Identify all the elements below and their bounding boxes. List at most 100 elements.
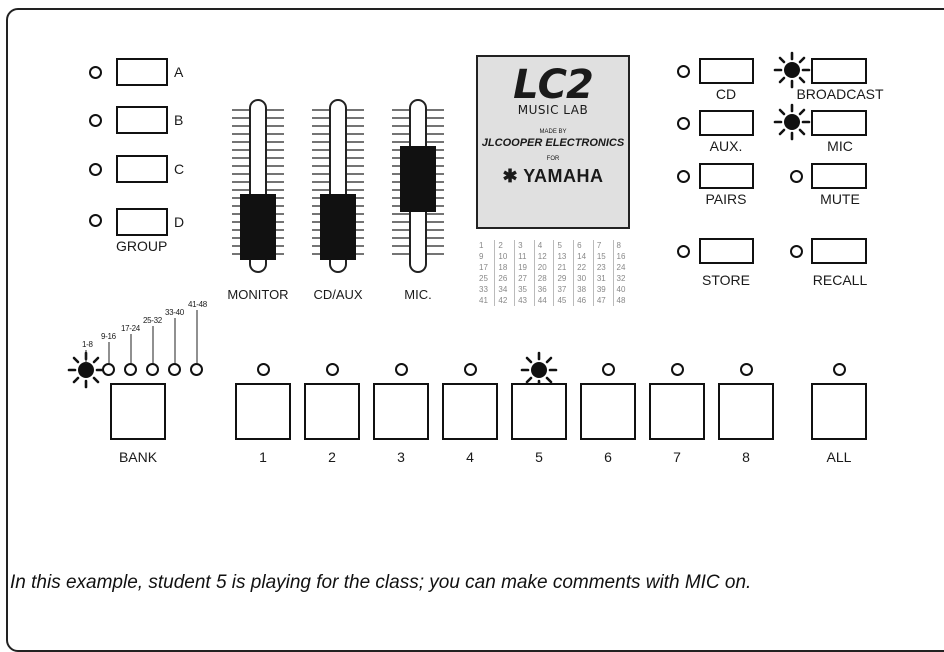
tuning-fork-icon: ✱ bbox=[502, 166, 524, 186]
broadcast-button[interactable] bbox=[811, 58, 867, 84]
group-c-led bbox=[89, 163, 102, 176]
student-2-label: 2 bbox=[328, 449, 336, 465]
student-grid-cell: 44 bbox=[533, 295, 554, 306]
recall-button[interactable] bbox=[811, 238, 867, 264]
student-1-button[interactable] bbox=[235, 383, 291, 440]
cd-label: CD bbox=[715, 86, 737, 102]
store-led bbox=[677, 245, 690, 258]
group-c-label: C bbox=[174, 161, 185, 177]
lc2-logo-text: LC2 bbox=[513, 62, 594, 108]
student-6-led bbox=[602, 363, 615, 376]
student-6-button[interactable] bbox=[580, 383, 636, 440]
bank-label: BANK bbox=[118, 449, 158, 465]
student-2-led bbox=[326, 363, 339, 376]
mute-button[interactable] bbox=[811, 163, 867, 189]
broadcast-led-lit-icon bbox=[773, 51, 811, 89]
group-d-button[interactable] bbox=[116, 208, 168, 236]
broadcast-label: BROADCAST bbox=[796, 86, 884, 102]
student-grid-cell: 28 bbox=[533, 273, 554, 284]
music-lab-text: MUSIC LAB bbox=[517, 103, 589, 117]
student-2-button[interactable] bbox=[304, 383, 360, 440]
student-grid-cell: 19 bbox=[514, 262, 535, 273]
student-grid-cell: 45 bbox=[553, 295, 574, 306]
student-grid-cell: 17 bbox=[479, 263, 488, 272]
cd-aux-fader[interactable] bbox=[312, 99, 364, 273]
yamaha-logo: ✱ YAMAHA bbox=[478, 166, 628, 187]
bank-button[interactable] bbox=[110, 383, 166, 440]
mute-label: MUTE bbox=[820, 191, 860, 207]
aux-button[interactable] bbox=[699, 110, 754, 136]
student-grid-cell: 20 bbox=[533, 262, 554, 273]
pairs-button[interactable] bbox=[699, 163, 754, 189]
student-grid-cell: 41 bbox=[479, 296, 488, 305]
student-grid-cell: 26 bbox=[494, 273, 515, 284]
student-4-label: 4 bbox=[466, 449, 474, 465]
group-a-button[interactable] bbox=[116, 58, 168, 86]
bank-range-41-48: 41-48 bbox=[188, 300, 207, 309]
group-d-label: D bbox=[174, 214, 185, 230]
group-c-button[interactable] bbox=[116, 155, 168, 183]
student-7-led bbox=[671, 363, 684, 376]
bank-range-9-16: 9-16 bbox=[101, 332, 116, 341]
student-3-button[interactable] bbox=[373, 383, 429, 440]
student-grid-cell: 48 bbox=[612, 295, 632, 306]
student-7-button[interactable] bbox=[649, 383, 705, 440]
student-3-label: 3 bbox=[397, 449, 405, 465]
student-grid-cell: 13 bbox=[553, 251, 574, 262]
student-grid-cell: 31 bbox=[592, 273, 614, 284]
student-grid-cell: 23 bbox=[592, 262, 614, 273]
student-1-label: 1 bbox=[259, 449, 267, 465]
mute-led bbox=[790, 170, 803, 183]
mic-fader-label: MIC. bbox=[404, 287, 432, 302]
student-grid-cell: 34 bbox=[494, 284, 515, 295]
mic-led-lit-icon bbox=[773, 103, 811, 141]
all-led bbox=[833, 363, 846, 376]
student-5-button[interactable] bbox=[511, 383, 567, 440]
student-grid-cell: 40 bbox=[612, 284, 632, 295]
group-label: GROUP bbox=[116, 238, 168, 254]
student-grid-cell: 35 bbox=[514, 284, 535, 295]
group-b-led bbox=[89, 114, 102, 127]
student-grid-cell: 18 bbox=[494, 262, 515, 273]
student-grid-cell: 4 bbox=[533, 240, 554, 251]
student-4-button[interactable] bbox=[442, 383, 498, 440]
cd-button[interactable] bbox=[699, 58, 754, 84]
monitor-fader[interactable] bbox=[232, 99, 284, 273]
pairs-label: PAIRS bbox=[705, 191, 747, 207]
student-grid-cell: 7 bbox=[592, 240, 614, 251]
student-8-button[interactable] bbox=[718, 383, 774, 440]
caption-text: In this example, student 5 is playing fo… bbox=[10, 572, 752, 593]
all-button[interactable] bbox=[811, 383, 867, 440]
student-grid-cell: 1 bbox=[479, 241, 484, 250]
group-b-label: B bbox=[174, 112, 184, 128]
bank-range-leader-lines bbox=[85, 310, 198, 364]
student-grid-cell: 10 bbox=[494, 251, 515, 262]
student-grid-cell: 30 bbox=[573, 273, 594, 284]
group-b-button[interactable] bbox=[116, 106, 168, 134]
bank-range-17-24: 17-24 bbox=[121, 324, 140, 333]
mic-fader[interactable] bbox=[392, 99, 444, 273]
mic-label: MIC bbox=[827, 138, 853, 154]
faders-svg bbox=[232, 99, 444, 273]
student-grid-cell: 42 bbox=[494, 295, 515, 306]
bank-range-25-32: 25-32 bbox=[143, 316, 162, 325]
student-grid-cell: 3 bbox=[514, 240, 535, 251]
store-button[interactable] bbox=[699, 238, 754, 264]
mic-button[interactable] bbox=[811, 110, 867, 136]
group-d-led bbox=[89, 214, 102, 227]
cd-led bbox=[677, 65, 690, 78]
student-grid-cell: 33 bbox=[479, 285, 488, 294]
aux-label: AUX. bbox=[709, 138, 743, 154]
student-grid-cell: 12 bbox=[533, 251, 554, 262]
student-grid-cell: 15 bbox=[592, 251, 614, 262]
student-8-led bbox=[740, 363, 753, 376]
jlcooper-logo: JLCOOPER ELECTRONICS bbox=[481, 137, 625, 149]
student-1-led bbox=[257, 363, 270, 376]
yamaha-text: YAMAHA bbox=[523, 166, 604, 186]
